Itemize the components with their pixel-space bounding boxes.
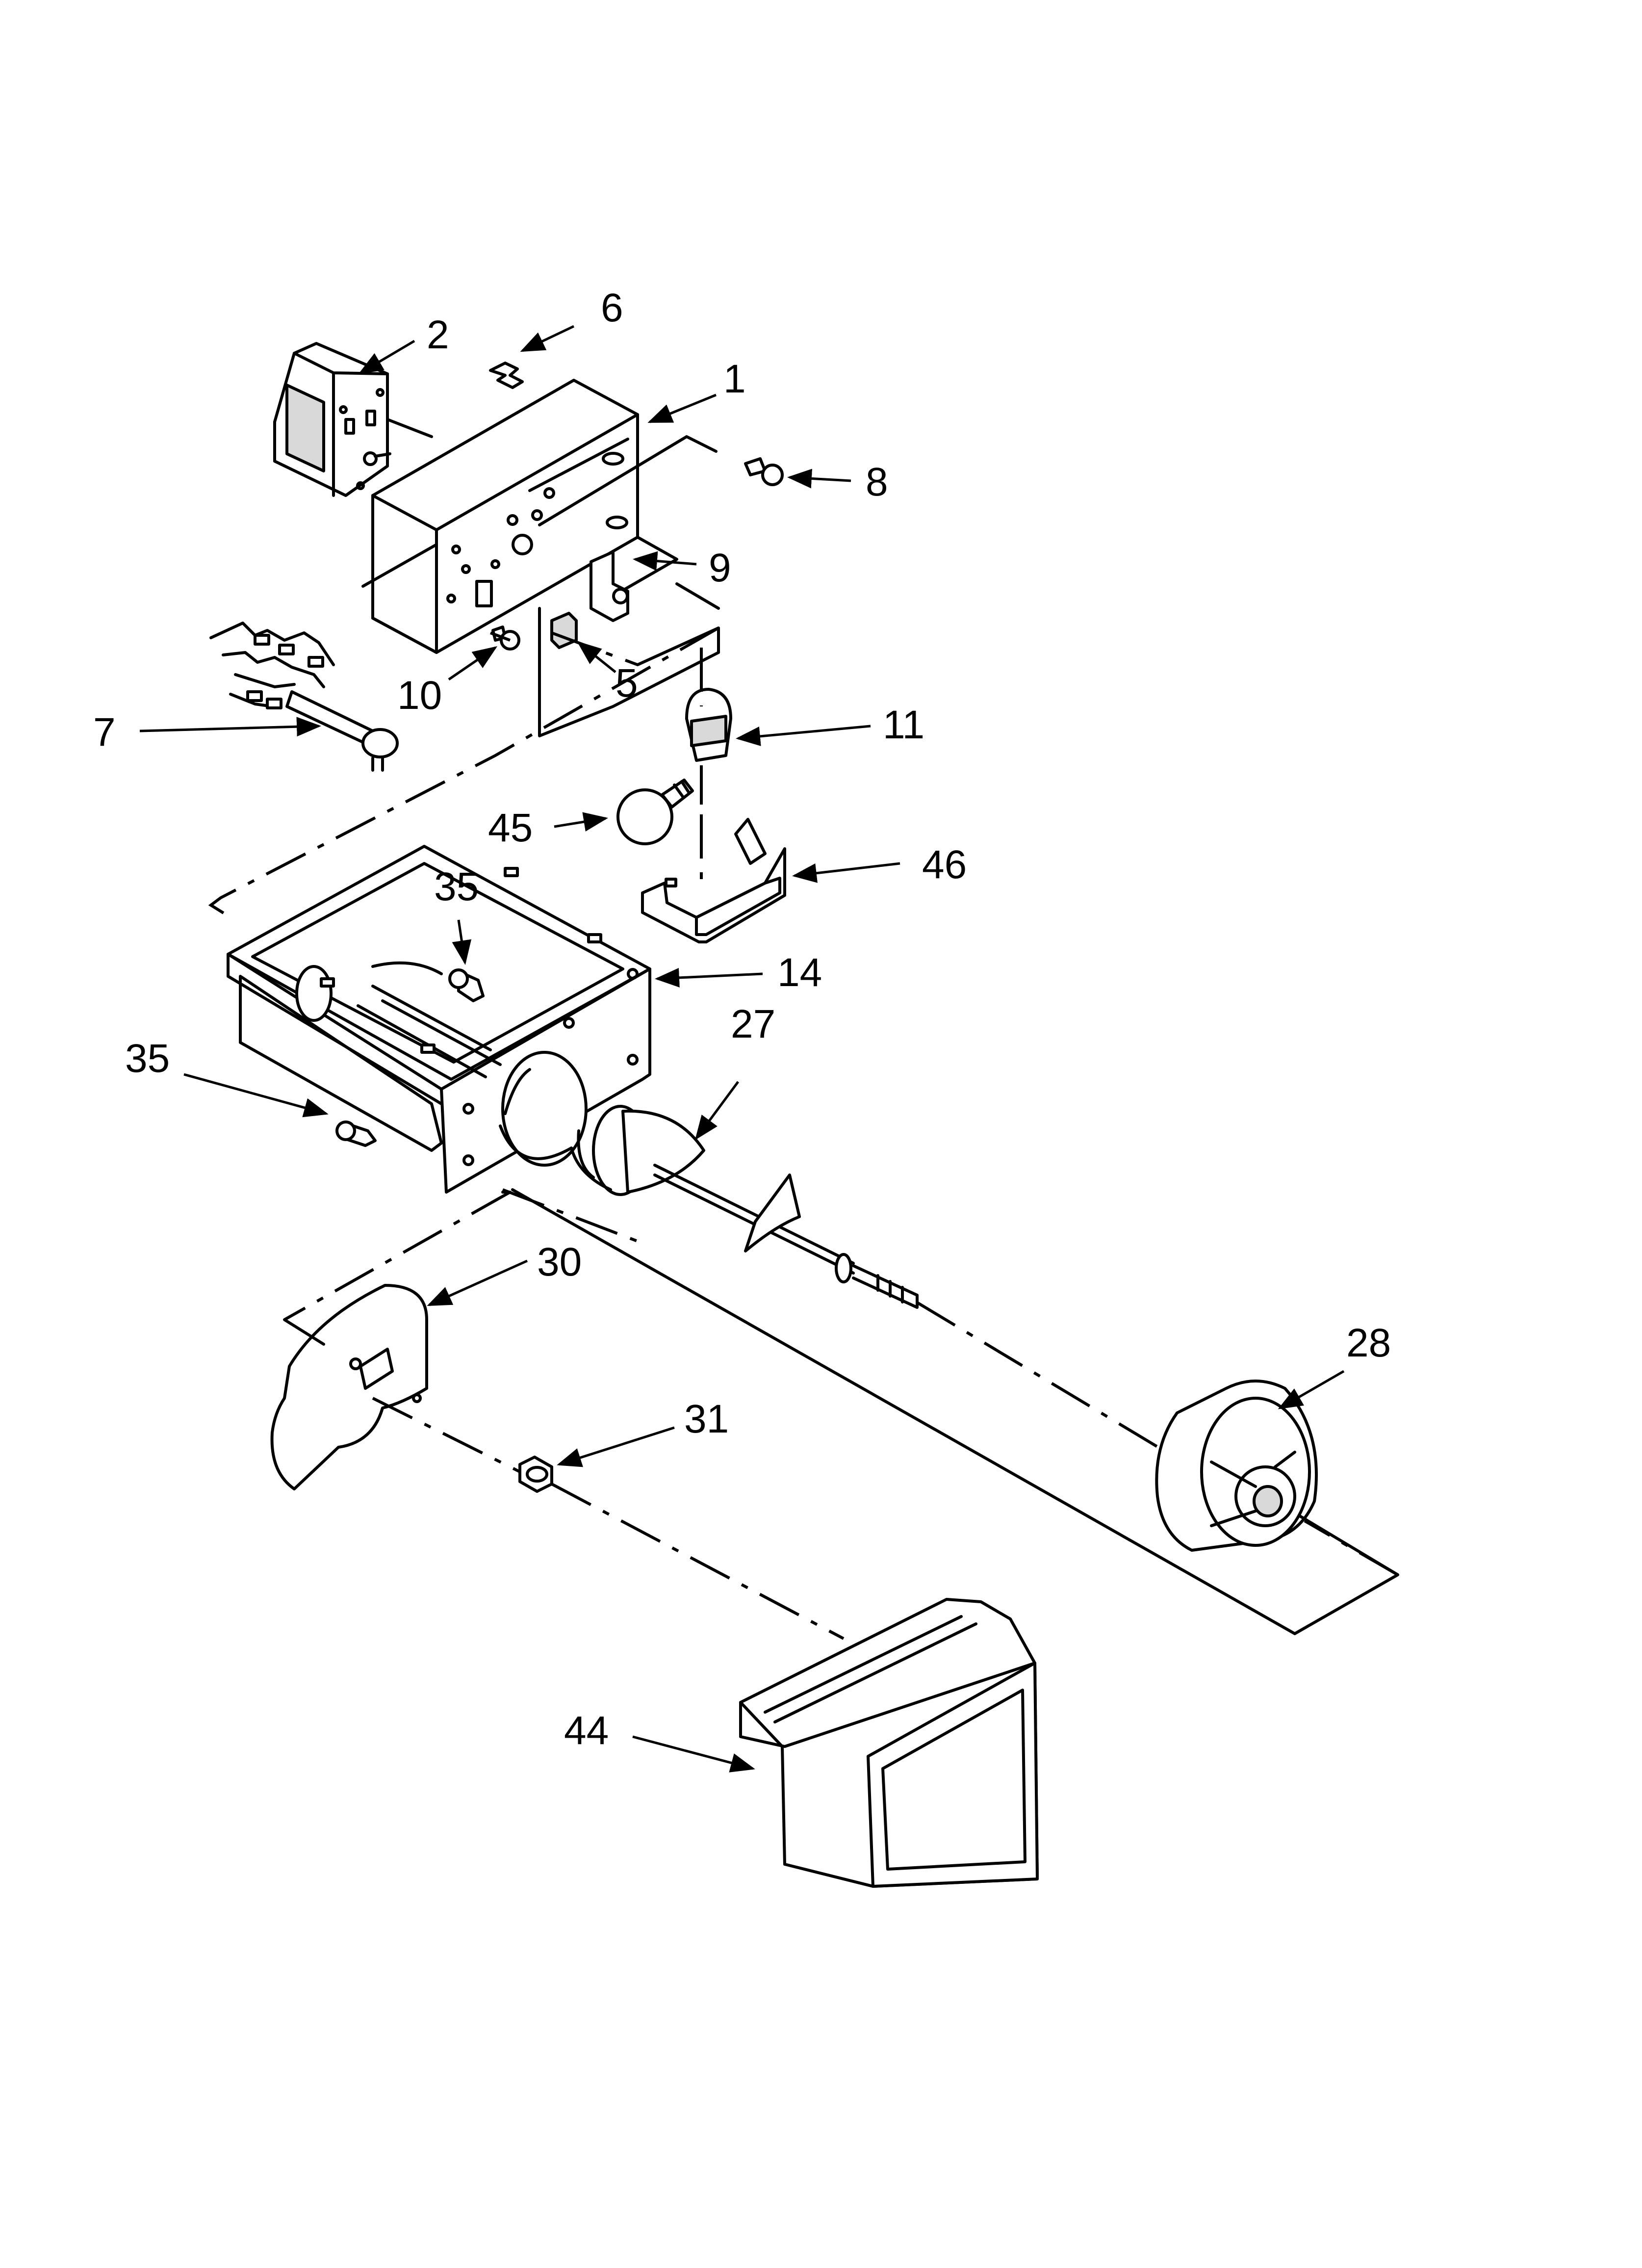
part-2-switch bbox=[273, 342, 433, 497]
part-11-lamp-socket bbox=[685, 688, 732, 762]
callout-27: 27 bbox=[731, 1002, 775, 1046]
callout-44: 44 bbox=[564, 1708, 609, 1753]
part-6-clip bbox=[489, 362, 524, 389]
callout-5: 5 bbox=[616, 661, 638, 705]
part-14-main-housing bbox=[227, 845, 651, 1194]
callout-14: 14 bbox=[777, 950, 822, 995]
callout-35-inner: 35 bbox=[434, 864, 479, 909]
callout-35-outer: 35 bbox=[125, 1036, 170, 1081]
callout-labels: 2 6 1 8 9 10 5 7 11 45 46 35 14 27 35 30… bbox=[93, 286, 1391, 1753]
callout-2: 2 bbox=[427, 313, 449, 357]
part-46-lamp-shield bbox=[641, 818, 786, 943]
part-27-auger bbox=[570, 1105, 919, 1309]
callout-8: 8 bbox=[866, 460, 888, 504]
callout-46: 46 bbox=[922, 842, 967, 887]
part-9-bracket bbox=[590, 550, 629, 622]
part-28-drive-wheel bbox=[1155, 1380, 1318, 1552]
callout-10: 10 bbox=[397, 673, 442, 718]
callout-11: 11 bbox=[883, 703, 924, 747]
callout-30: 30 bbox=[537, 1240, 582, 1284]
callout-28: 28 bbox=[1346, 1321, 1391, 1365]
callout-7: 7 bbox=[93, 710, 116, 755]
part-30-end-plate bbox=[270, 1284, 428, 1490]
part-8-screw bbox=[744, 457, 784, 486]
part-5-block bbox=[550, 612, 578, 649]
assembly-lines bbox=[208, 435, 1399, 1640]
callout-1: 1 bbox=[723, 357, 746, 401]
part-1-control-housing bbox=[361, 379, 678, 654]
callout-31: 31 bbox=[684, 1397, 729, 1441]
callout-45: 45 bbox=[488, 806, 533, 850]
part-44-container bbox=[739, 1598, 1039, 1888]
part-35-screw-inner bbox=[448, 968, 485, 1002]
part-31-nut bbox=[518, 1456, 553, 1493]
part-35-screw-outer bbox=[335, 1121, 377, 1147]
callout-9: 9 bbox=[709, 546, 731, 590]
callout-6: 6 bbox=[601, 286, 623, 330]
part-45-light-bulb bbox=[616, 779, 694, 845]
part-7-thermostat bbox=[209, 622, 399, 772]
callout-leaders bbox=[139, 325, 1345, 1773]
